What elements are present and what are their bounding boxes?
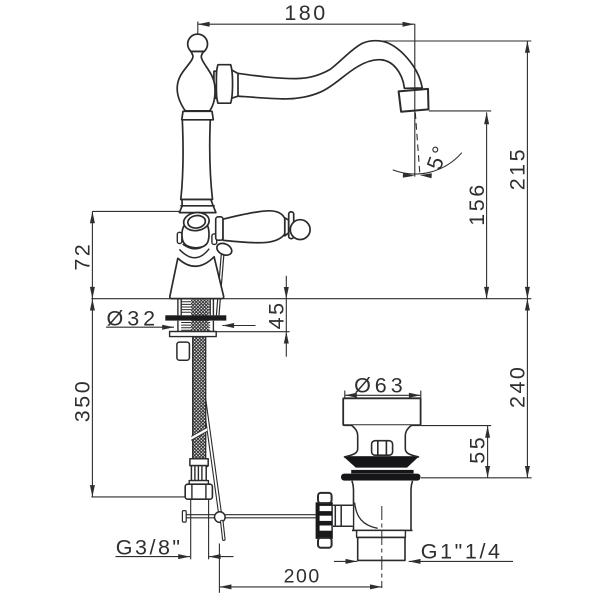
svg-text:G1"1/4: G1"1/4	[421, 539, 503, 563]
svg-text:180: 180	[284, 1, 327, 25]
svg-text:Ø32: Ø32	[107, 306, 160, 330]
svg-text:240: 240	[506, 365, 530, 408]
svg-text:350: 350	[71, 379, 95, 422]
svg-text:156: 156	[465, 182, 489, 225]
svg-text:Ø63: Ø63	[354, 373, 407, 397]
svg-text:200: 200	[284, 565, 321, 587]
svg-text:55: 55	[466, 435, 490, 464]
svg-text:215: 215	[506, 147, 530, 190]
svg-text:G3/8": G3/8"	[116, 536, 183, 560]
svg-text:72: 72	[71, 242, 95, 271]
svg-text:45: 45	[264, 300, 288, 329]
